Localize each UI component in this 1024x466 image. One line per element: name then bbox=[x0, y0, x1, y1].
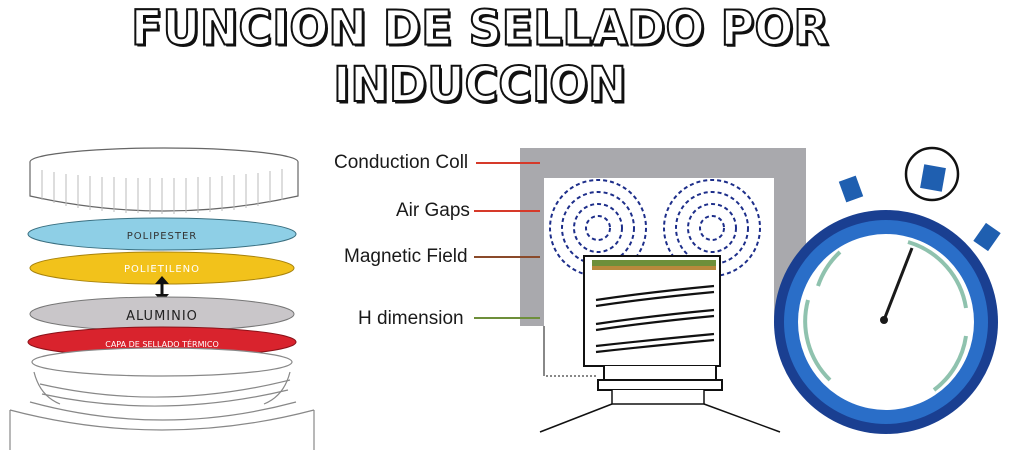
heat-seal-label: CAPA DE SELLADO TÉRMICO bbox=[105, 338, 219, 349]
conduction-coil-label: Conduction Coll bbox=[334, 152, 469, 173]
air-gaps-label: Air Gaps bbox=[396, 200, 470, 221]
polyethylene-label: POLIETILENO bbox=[124, 264, 200, 275]
capped-bottle bbox=[539, 255, 781, 433]
h-dimension-label: H dimension bbox=[358, 308, 464, 329]
polyester-layer bbox=[27, 217, 297, 251]
polyester-label: POLIPESTER bbox=[127, 231, 198, 242]
page-title: FUNCION DE SELLADO POR INDUCCION bbox=[130, 0, 830, 114]
magnetic-field-label: Magnetic Field bbox=[344, 246, 468, 267]
cap-top bbox=[29, 147, 299, 214]
bottle-neck bbox=[9, 347, 315, 450]
aluminum-label: ALUMINIO bbox=[126, 309, 198, 324]
